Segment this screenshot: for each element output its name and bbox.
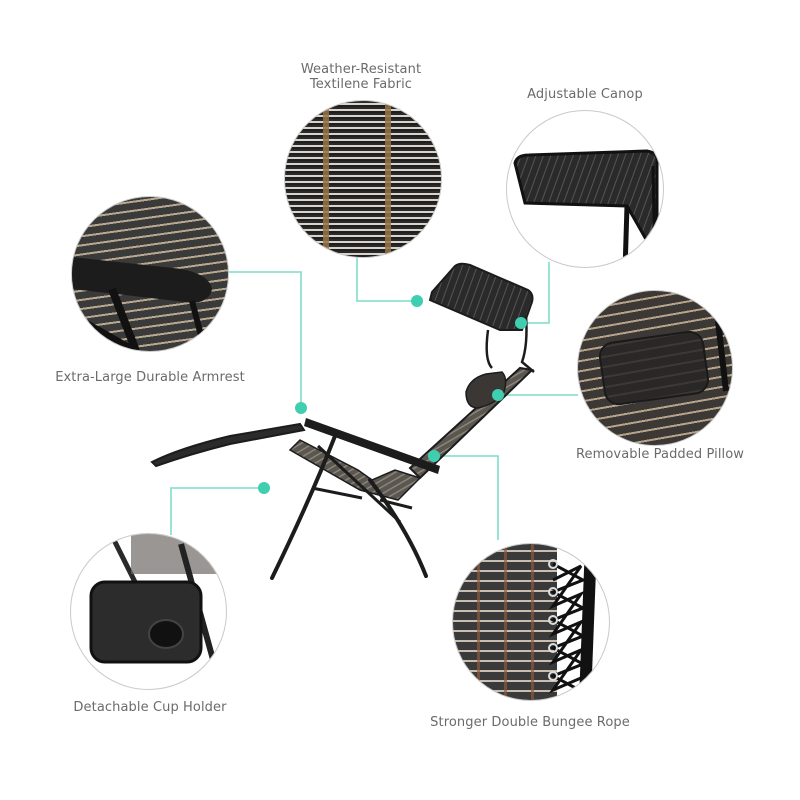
armrest-detail-circle [71, 196, 229, 352]
fabric-label-line1: Weather-Resistant [300, 62, 422, 77]
cupholder-detail-circle [70, 533, 227, 690]
fabric-label: Weather-Resistant Textilene Fabric [286, 62, 436, 92]
bungee-label: Stronger Double Bungee Rope [430, 715, 630, 730]
pillow-label: Removable Padded Pillow [575, 447, 745, 462]
canopy-detail-circle [506, 110, 664, 268]
bungee-connector-line [434, 455, 499, 540]
canopy-label: Adjustable Canop [527, 87, 643, 102]
armrest-connector-line [228, 271, 302, 408]
cupholder-label: Detachable Cup Holder [73, 700, 227, 715]
pillow-detail-circle [577, 290, 733, 446]
canopy-connector-line [521, 262, 550, 324]
bungee-hotspot-dot[interactable] [428, 450, 440, 462]
bungee-detail-image [548, 544, 597, 700]
cupholder-connector-line [170, 487, 264, 535]
pillow-detail-image [599, 320, 729, 406]
armrest-label: Extra-Large Durable Armrest [55, 370, 245, 385]
pillow-hotspot-dot[interactable] [492, 389, 504, 401]
canopy-hotspot-dot[interactable] [515, 317, 527, 329]
fabric-detail-circle [284, 100, 442, 258]
fabric-hotspot-dot[interactable] [411, 295, 423, 307]
bungee-detail-circle [452, 543, 610, 701]
canopy-detail-image [513, 149, 659, 267]
fabric-label-line2: Textilene Fabric [309, 77, 413, 92]
cupholder-hotspot-dot[interactable] [258, 482, 270, 494]
armrest-hotspot-dot[interactable] [295, 402, 307, 414]
fabric-connector-line [356, 258, 417, 302]
